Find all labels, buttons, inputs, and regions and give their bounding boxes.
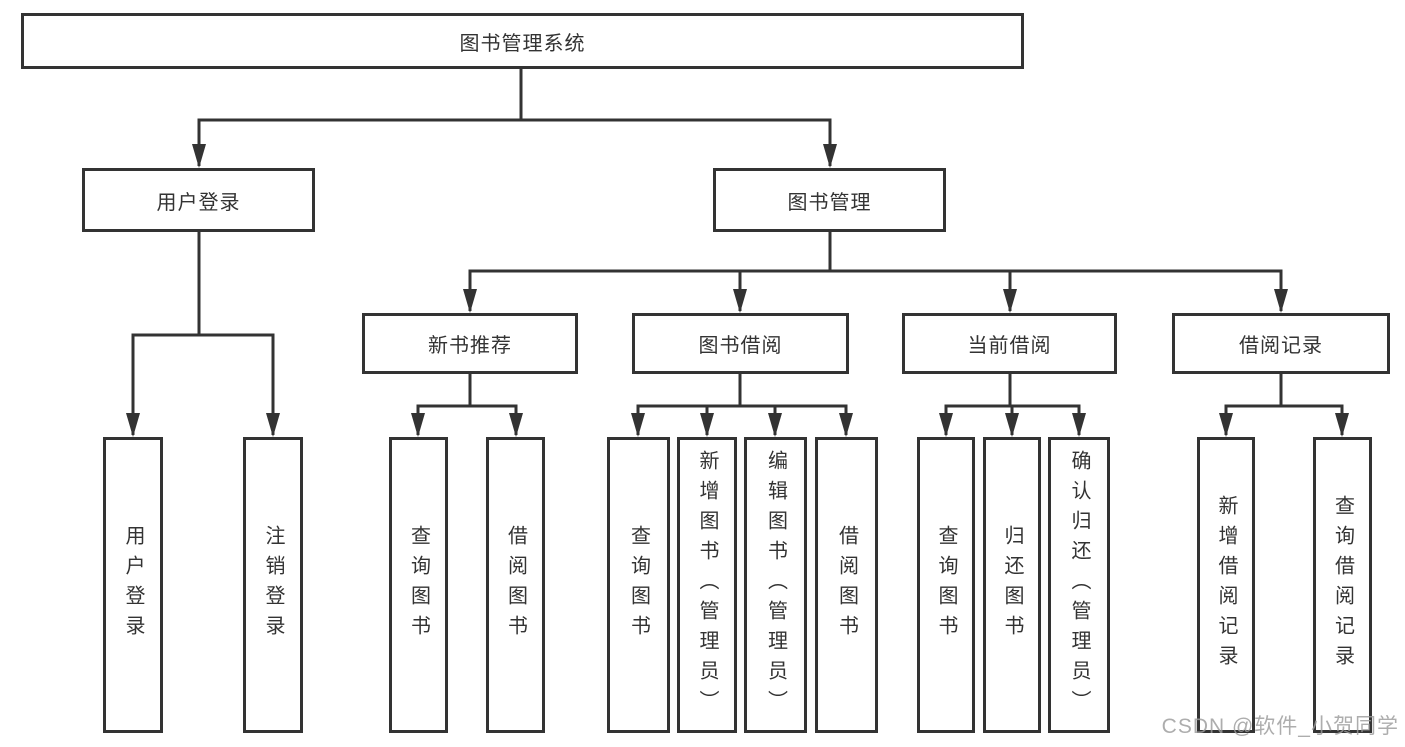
arrowheads: [126, 144, 1349, 437]
leaf-label: 确认归还（管理员）: [1068, 450, 1090, 720]
node-leaf-confirm-return-admin: 确认归还（管理员）: [1048, 437, 1110, 733]
leaf-label: 用户登录: [122, 525, 144, 645]
node-leaf-return-books: 归还图书: [983, 437, 1041, 733]
leaf-label: 借阅图书: [835, 525, 858, 645]
leaf-label: 借阅图书: [504, 525, 527, 645]
node-book-borrow: 图书借阅: [632, 313, 849, 374]
csdn-watermark: CSDN @软件_小贺同学: [1161, 715, 1399, 738]
node-user-login-branch: 用户登录: [82, 168, 315, 232]
leaf-label: 查询图书: [627, 525, 650, 645]
leaf-label: 编辑图书（管理员）: [764, 450, 787, 720]
node-leaf-add-borrow-record: 新增借阅记录: [1197, 437, 1255, 733]
node-leaf-edit-books-admin: 编辑图书（管理员）: [744, 437, 807, 733]
node-new-book-recommend: 新书推荐: [362, 313, 578, 374]
node-leaf-query-books-2: 查询图书: [607, 437, 670, 733]
leaf-label: 查询图书: [407, 525, 430, 645]
node-leaf-user-login: 用户登录: [103, 437, 163, 733]
leaf-label: 新增图书（管理员）: [696, 450, 718, 720]
node-leaf-borrow-books-1: 借阅图书: [486, 437, 545, 733]
leaf-label: 新增借阅记录: [1215, 495, 1237, 675]
node-leaf-add-books-admin: 新增图书（管理员）: [677, 437, 737, 733]
node-leaf-query-books-3: 查询图书: [917, 437, 975, 733]
node-book-management-system: 图书管理系统: [21, 13, 1024, 69]
node-current-borrow: 当前借阅: [902, 313, 1117, 374]
node-leaf-query-books-1: 查询图书: [389, 437, 448, 733]
leaf-label: 注销登录: [262, 525, 284, 645]
leaf-label: 归还图书: [1001, 525, 1023, 645]
leaf-label: 查询图书: [935, 525, 957, 645]
node-book-management-branch: 图书管理: [713, 168, 946, 232]
node-leaf-query-borrow-record: 查询借阅记录: [1313, 437, 1372, 733]
node-leaf-logout: 注销登录: [243, 437, 303, 733]
leaf-label: 查询借阅记录: [1331, 495, 1354, 675]
node-borrow-records: 借阅记录: [1172, 313, 1390, 374]
node-leaf-borrow-books-2: 借阅图书: [815, 437, 878, 733]
